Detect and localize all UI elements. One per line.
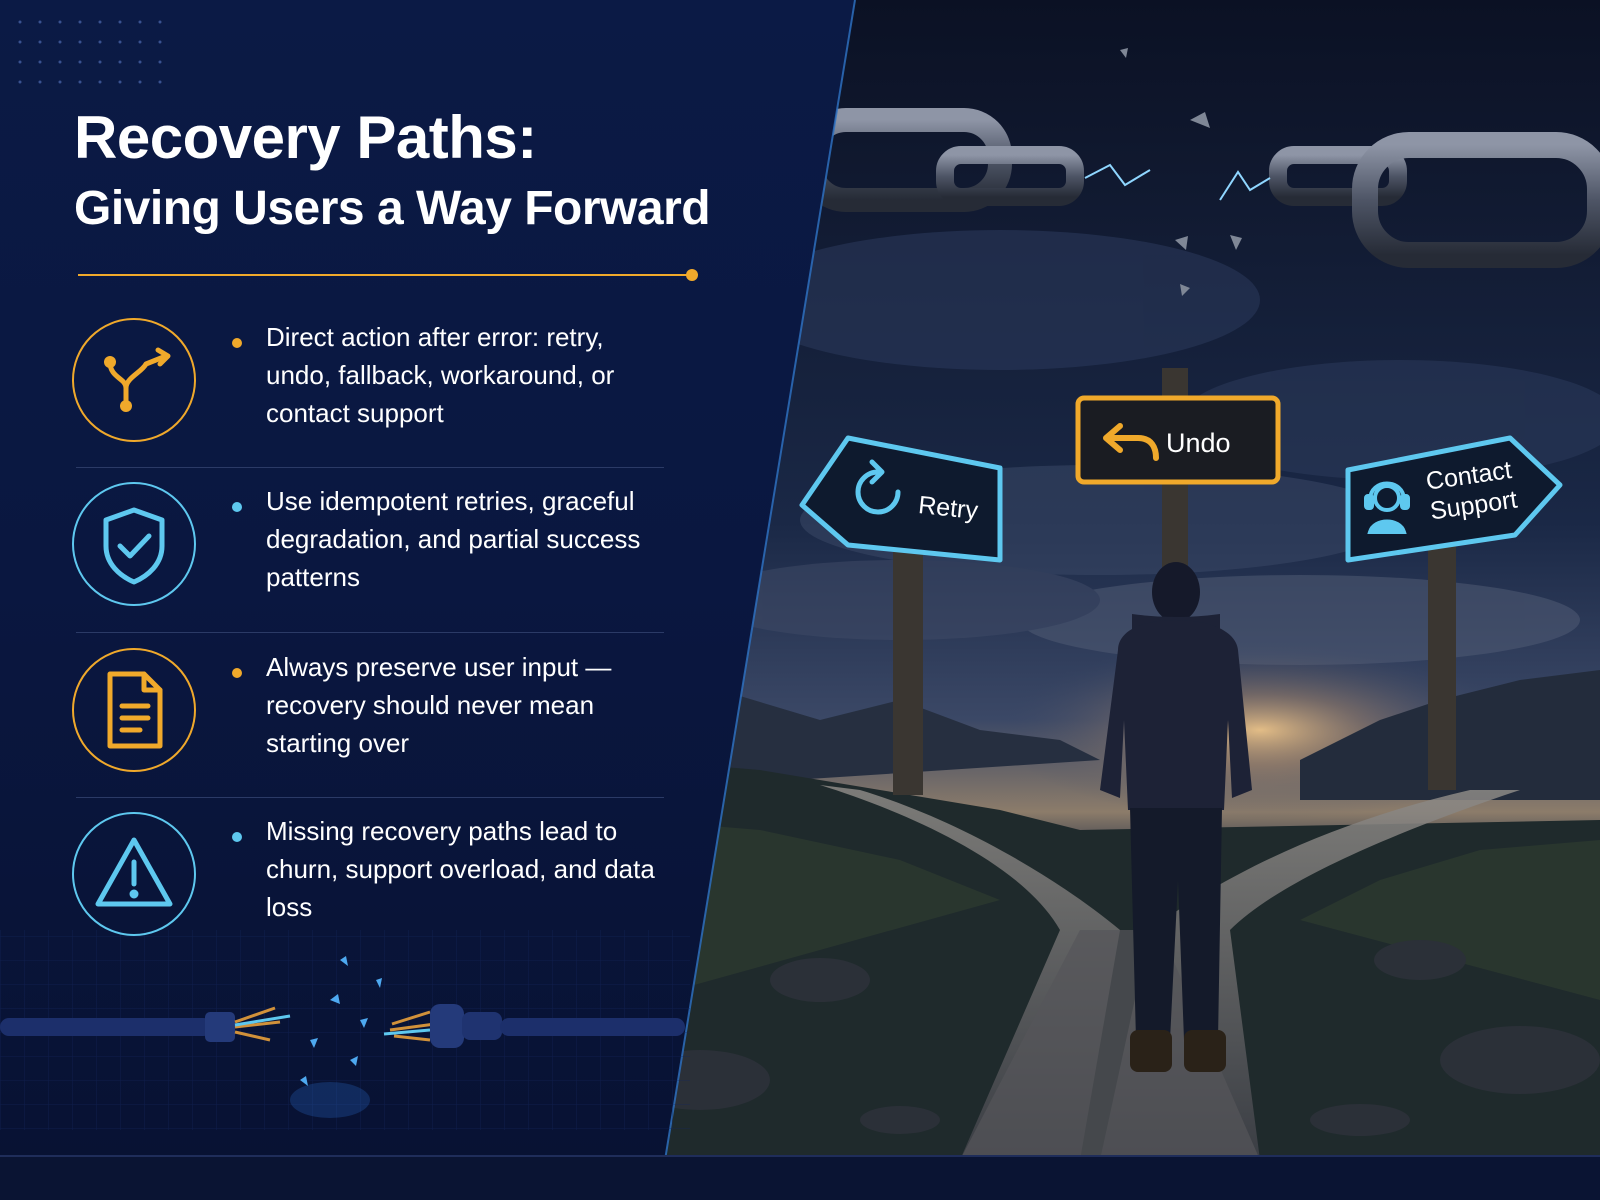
contact-support-sign-label: Contact Support: [1424, 455, 1519, 527]
left-panel-background: [0, 0, 855, 1160]
undo-sign-label: Undo: [1166, 428, 1231, 458]
dot-grid-decoration: [18, 20, 162, 84]
warning-icon: [72, 812, 196, 936]
branching-arrow-icon: [72, 318, 196, 442]
undo-sign: [1075, 395, 1281, 485]
list-divider: [76, 467, 664, 468]
document-icon: [72, 648, 196, 772]
bullet-dot: [232, 668, 242, 678]
point-text: Missing recovery paths lead to churn, su…: [266, 816, 655, 922]
point-text: Direct action after error: retry, undo, …: [266, 322, 615, 428]
headset-icon: [1364, 481, 1410, 534]
list-divider: [76, 797, 664, 798]
broken-chain: [798, 48, 1600, 296]
contact-support-sign: [1345, 435, 1563, 563]
bullet-dot: [232, 338, 242, 348]
shield-check-icon: [72, 482, 196, 606]
point-text: Always preserve user input — recovery sh…: [266, 652, 612, 758]
page-subtitle: Giving Users a Way Forward: [74, 182, 711, 235]
bottom-band: [0, 1155, 1600, 1200]
page-title: Recovery Paths:: [74, 104, 537, 171]
crossroads-scene: [0, 0, 1600, 1160]
standing-person: [1100, 562, 1252, 1072]
left-panel: Recovery Paths: Giving Users a Way Forwa…: [72, 104, 711, 936]
retry-icon: [855, 459, 901, 515]
bullet-dot: [232, 502, 242, 512]
list-divider: [76, 632, 664, 633]
bullet-dot: [232, 832, 242, 842]
point-text: Use idempotent retries, graceful degrada…: [266, 486, 641, 592]
title-divider: [78, 274, 690, 276]
divider-dot: [686, 269, 698, 281]
retry-sign-label: Retry: [916, 490, 980, 526]
broken-cable: [0, 956, 685, 1118]
retry-sign: [799, 435, 1003, 563]
undo-arrow-icon: [1103, 423, 1159, 461]
